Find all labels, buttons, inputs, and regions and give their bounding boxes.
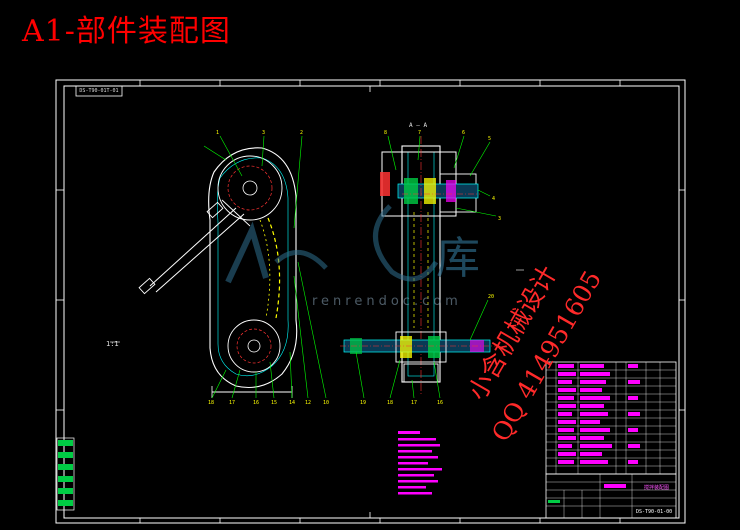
svg-text:8: 8	[384, 130, 387, 136]
svg-text:16: 16	[437, 400, 443, 406]
svg-text:18: 18	[387, 400, 393, 406]
drawing-frame	[55, 79, 686, 524]
page-title: A1-部件装配图	[22, 14, 231, 49]
svg-text:5: 5	[488, 136, 491, 142]
svg-text:3: 3	[498, 216, 501, 222]
svg-text:20: 20	[488, 294, 494, 300]
svg-text:7: 7	[418, 130, 421, 136]
svg-text:3: 3	[262, 130, 265, 136]
section-label: A — A	[409, 122, 428, 129]
front-view: 1 3 2 18 17 16 15 14 12 10	[110, 130, 329, 406]
svg-text:19: 19	[360, 400, 366, 406]
svg-text:2: 2	[300, 130, 303, 136]
svg-text:10: 10	[323, 400, 329, 406]
svg-text:14: 14	[289, 400, 295, 406]
technical-notes	[398, 431, 442, 495]
parts-list	[545, 361, 677, 475]
svg-text:15: 15	[271, 400, 277, 406]
scale-mark: 1:1	[106, 340, 119, 348]
title-block-number: DS-T90-01-00	[636, 509, 673, 515]
title-block	[545, 473, 677, 519]
watermark-graphic	[225, 204, 439, 284]
svg-text:12: 12	[305, 400, 311, 406]
svg-text:6: 6	[462, 130, 465, 136]
svg-text:17: 17	[229, 400, 235, 406]
svg-text:4: 4	[492, 196, 495, 202]
watermark-site: renrendoc.com	[312, 294, 462, 309]
title-block-name: 搅拌装配图	[644, 485, 670, 491]
svg-text:16: 16	[253, 400, 259, 406]
drawing-code: DS-T90-01T-01	[79, 88, 119, 94]
svg-text:18: 18	[208, 400, 214, 406]
left-stamp-table	[56, 437, 75, 511]
section-view: 8 7 6 5 4 3 20 19 18 17 16	[340, 130, 524, 406]
svg-text:17: 17	[411, 400, 417, 406]
watermark-ku: 库	[436, 233, 480, 284]
svg-text:1: 1	[216, 130, 219, 136]
